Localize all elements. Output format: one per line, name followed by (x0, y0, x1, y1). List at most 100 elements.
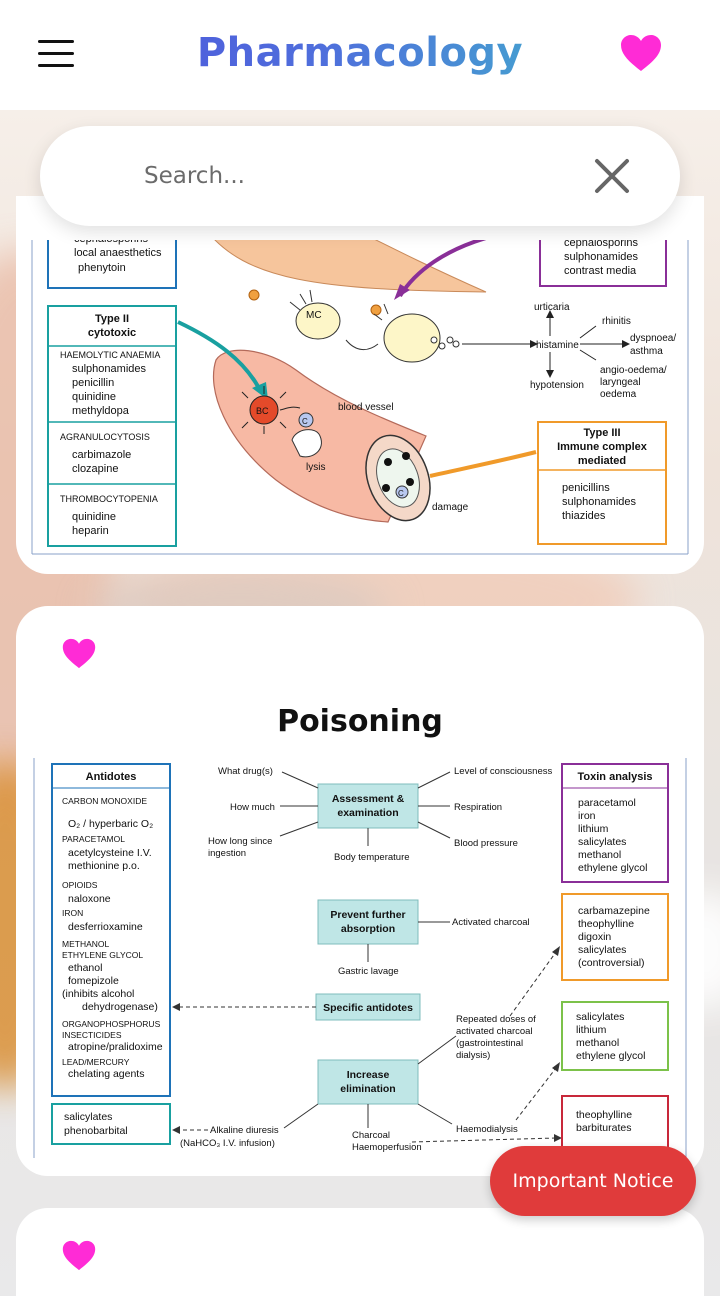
close-icon[interactable] (594, 158, 630, 198)
type3-a: Type III (583, 427, 620, 439)
toxin-1: paracetamol (578, 797, 636, 809)
toxin-2: iron (578, 810, 596, 822)
ant-d-7-0: atropine/pralidoxime (68, 1041, 163, 1053)
favorites-heart-icon[interactable] (620, 34, 662, 72)
search-input[interactable] (144, 154, 564, 198)
urticaria-label: urticaria (534, 302, 570, 313)
repeated-2: activated charcoal (456, 1026, 533, 1037)
tr-drug-1: cephalosporins (564, 240, 638, 249)
ant-d-0-0: O₂ / hyperbaric O₂ (68, 818, 153, 830)
damage-label: damage (432, 502, 469, 513)
haem-drug-4: methyldopa (72, 405, 130, 417)
haemolytic-label: HAEMOLYTIC ANAEMIA (60, 350, 160, 360)
tr-drug-3: contrast media (564, 265, 637, 277)
charcoal-2: Haemoperfusion (352, 1142, 422, 1153)
ant-d-5-1: fomepizole (68, 975, 119, 987)
assessment-1: Assessment & (332, 793, 405, 805)
histamine-label: histamine (536, 340, 579, 351)
ant-h-3: IRON (62, 908, 83, 918)
ant-h-6: ORGANOPHOSPHORUS (62, 1019, 161, 1029)
toxin-5: methanol (578, 849, 621, 861)
bc-label: BC (256, 406, 269, 416)
search-bar (40, 126, 680, 226)
dyspnoea-label: dyspnoea/ (630, 333, 676, 344)
poisoning-diagram: Antidotes CARBON MONOXIDE O₂ / hyperbari… (33, 758, 687, 1158)
prevent-2: absorption (341, 923, 395, 935)
type2-sub: cytotoxic (88, 327, 136, 339)
menu-icon[interactable] (38, 40, 74, 68)
activated-label: Activated charcoal (452, 917, 530, 928)
angio-label-2: laryngeal (600, 377, 641, 388)
agran-drug-2: clozapine (72, 463, 118, 475)
important-notice-button[interactable]: Important Notice (490, 1146, 696, 1216)
rhinitis-label: rhinitis (602, 316, 631, 327)
what-drug-label: What drug(s) (218, 766, 273, 777)
ant-d-5-3: dehydrogenase) (82, 1001, 158, 1013)
ant-d-1-0: acetylcysteine I.V. (68, 847, 152, 859)
charcoal-drug-4: salicylates (578, 944, 626, 956)
ant-d-5-0: ethanol (68, 962, 102, 974)
toxin-3: lithium (578, 823, 609, 835)
tr-drug-2: sulphonamides (564, 251, 638, 263)
ant-h-4: METHANOL (62, 939, 110, 949)
alkaline-1: Alkaline diuresis (210, 1125, 279, 1136)
ant-h-7: INSECTICIDES (62, 1030, 122, 1040)
charcoal-drug-2: theophylline (578, 918, 634, 930)
app-header: Pharmacology (0, 0, 720, 110)
tl-drug-3: phenytoin (78, 262, 126, 274)
perfusion-drug-1: theophylline (576, 1109, 632, 1121)
toxin-4: salicylates (578, 836, 626, 848)
type2-title: Type II (95, 313, 129, 325)
ant-h-2: OPIOIDS (62, 880, 98, 890)
angio-label-3: oedema (600, 389, 637, 400)
haem-drug-3: quinidine (72, 391, 116, 403)
dialysis-drug-1: salicylates (576, 1011, 624, 1023)
specific-label: Specific antidotes (323, 1002, 413, 1014)
charcoal-drug-3: digoxin (578, 931, 611, 943)
prevent-1: Prevent further (330, 909, 405, 921)
ant-h-8: LEAD/MERCURY (62, 1057, 130, 1067)
tl-drug-1: cephalosporins (74, 240, 148, 245)
charcoal-1: Charcoal (352, 1130, 390, 1141)
dialysis-drug-4: ethylene glycol (576, 1050, 645, 1062)
how-much-label: How much (230, 802, 275, 813)
dialysis-drug-3: methanol (576, 1037, 619, 1049)
repeated-4: dialysis) (456, 1050, 490, 1061)
asthma-label: asthma (630, 346, 663, 357)
increase-1: Increase (347, 1069, 390, 1081)
topic-card-poisoning[interactable]: Poisoning Antidotes CARBON MONOXIDE O₂ /… (16, 606, 704, 1176)
how-long-label-2: ingestion (208, 848, 246, 859)
haem-drug-1: sulphonamides (72, 363, 146, 375)
alk-drug-2: phenobarbital (64, 1125, 128, 1137)
type3-c: mediated (578, 455, 626, 467)
app-title: Pharmacology (0, 30, 720, 76)
haem-drug-2: penicillin (72, 377, 114, 389)
topic-card-next[interactable] (16, 1208, 704, 1296)
favorite-heart-icon[interactable] (62, 1240, 96, 1271)
ant-d-2-0: naloxone (68, 893, 111, 905)
antidotes-title: Antidotes (86, 771, 137, 783)
ant-d-1-1: methionine p.o. (68, 860, 140, 872)
lysis-label: lysis (306, 462, 325, 473)
tl-drug-2: local anaesthetics (74, 247, 162, 259)
type3-drug-2: sulphonamides (562, 496, 636, 508)
how-long-label-1: How long since (208, 836, 272, 847)
agran-label: AGRANULOCYTOSIS (60, 432, 150, 442)
ant-h-5: ETHYLENE GLYCOL (62, 950, 143, 960)
ant-d-5-2: (inhibits alcohol (62, 988, 134, 1000)
haemodialysis-label: Haemodialysis (456, 1124, 518, 1135)
agran-drug-1: carbimazole (72, 449, 131, 461)
gastric-label: Gastric lavage (338, 966, 399, 977)
topic-card-hypersensitivity[interactable]: cephalosporins local anaesthetics phenyt… (16, 196, 704, 574)
charcoal-drug-1: carbamazepine (578, 905, 650, 917)
favorite-heart-icon[interactable] (62, 638, 96, 669)
repeated-1: Repeated doses of (456, 1014, 536, 1025)
hypersensitivity-diagram: cephalosporins local anaesthetics phenyt… (31, 240, 689, 555)
dialysis-drug-2: lithium (576, 1024, 607, 1036)
thrombo-drug-1: quinidine (72, 511, 116, 523)
c-label-1: C (302, 417, 308, 426)
c-label-2: C (398, 489, 404, 498)
repeated-3: (gastrointestinal (456, 1038, 523, 1049)
toxin-title: Toxin analysis (578, 771, 653, 783)
body-temp-label: Body temperature (334, 852, 410, 863)
